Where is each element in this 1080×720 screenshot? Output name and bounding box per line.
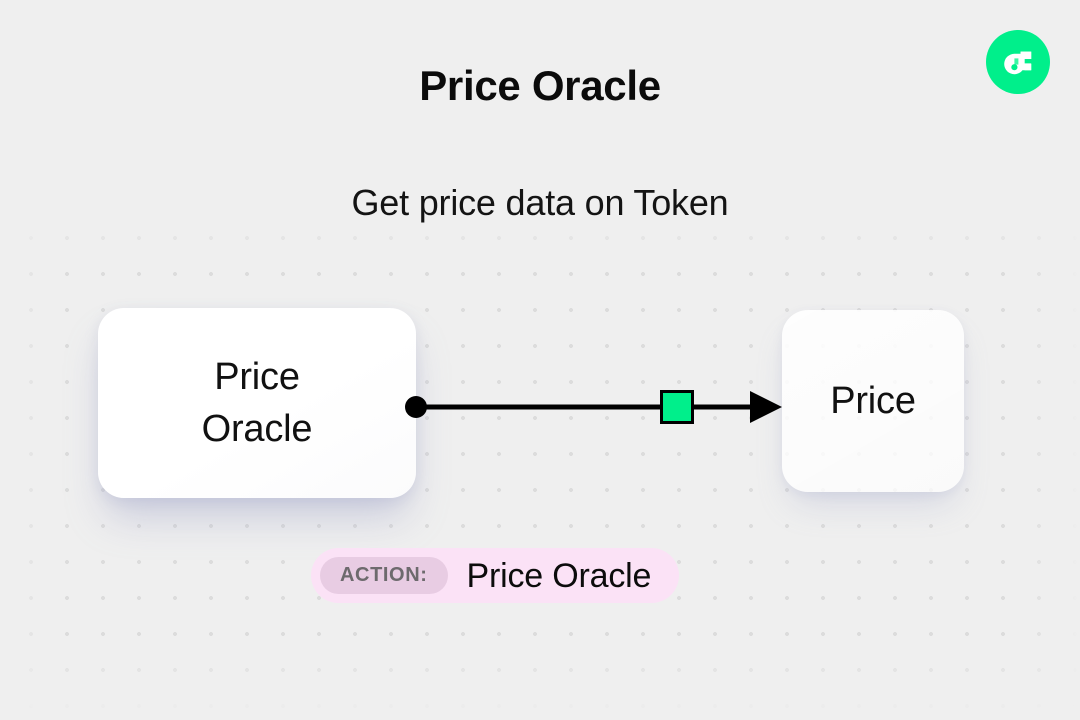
node-price-oracle-label: Price Oracle: [201, 355, 313, 450]
node-price-label: Price: [830, 379, 916, 422]
action-badge[interactable]: ACTION: Price Oracle: [311, 548, 680, 603]
node-price-oracle[interactable]: Price Oracle: [98, 308, 416, 498]
node-price[interactable]: Price: [782, 310, 964, 492]
flow-logo-icon: [986, 30, 1050, 94]
page-title: Price Oracle: [419, 62, 661, 109]
action-badge-value: Price Oracle: [466, 556, 652, 595]
action-badge-tag: ACTION:: [320, 557, 448, 594]
page-subtitle: Get price data on Token: [351, 182, 729, 223]
edge-chip-icon[interactable]: [660, 390, 694, 424]
